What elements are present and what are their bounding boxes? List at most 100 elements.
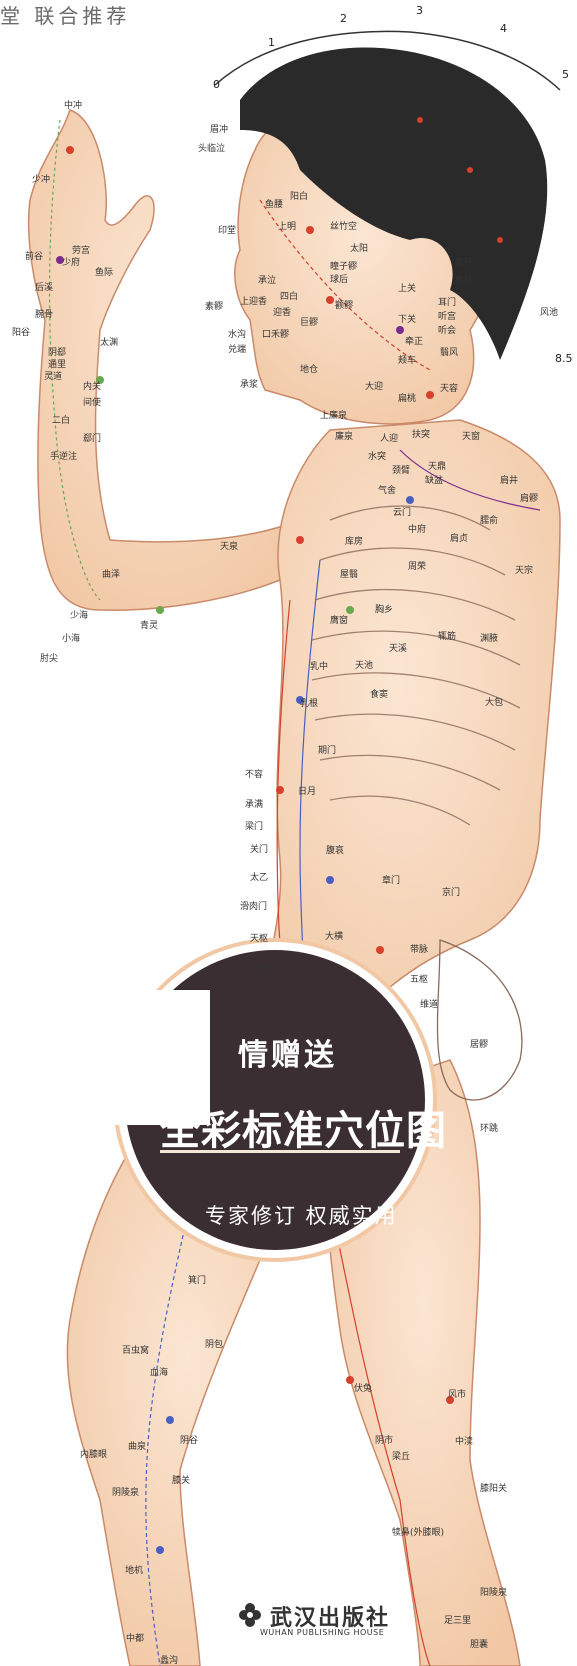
- label-qishe: 气舍: [378, 486, 396, 496]
- label-yingu: 阴谷: [180, 1436, 198, 1446]
- label-lingdao: 灵道: [44, 372, 62, 382]
- label-houxi: 后溪: [35, 283, 53, 293]
- label-renying: 人迎: [380, 434, 398, 444]
- label-huantiao: 环跳: [480, 1124, 498, 1134]
- label-wuyi: 屋翳: [340, 570, 358, 580]
- label-juliao-hip: 居髎: [470, 1040, 488, 1050]
- scale-1: 1: [268, 36, 275, 49]
- label-diji: 地机: [125, 1566, 143, 1576]
- label-meichong: 眉冲: [210, 125, 228, 135]
- label-huaroumen: 滑肉门: [240, 902, 267, 912]
- label-xiongxiang: 胸乡: [375, 605, 393, 615]
- label-liangmen: 梁门: [245, 822, 263, 832]
- label-lianquan: 廉泉: [335, 432, 353, 442]
- label-shaochong: 少冲: [32, 175, 50, 185]
- label-erbai: 二白: [52, 416, 70, 426]
- label-tianrong: 天容: [440, 384, 458, 394]
- label-zhangmen: 章门: [382, 876, 400, 886]
- label-xiyangguan: 膝阳关: [480, 1484, 507, 1494]
- label-futu-leg: 伏兔: [354, 1384, 372, 1394]
- label-baichongwo: 百虫窝: [122, 1346, 149, 1356]
- label-sibai: 四白: [280, 292, 298, 302]
- label-tinghui: 听会: [438, 326, 456, 336]
- label-biantao: 扁桃: [398, 394, 416, 404]
- label-tianding: 天鼎: [428, 462, 446, 472]
- scale-4: 4: [500, 22, 507, 35]
- label-ermen: 耳门: [438, 298, 456, 308]
- header-recommend: 堂 联合推荐: [0, 0, 130, 29]
- label-wangu: 腕骨: [35, 310, 53, 320]
- label-chengman: 承满: [245, 800, 263, 810]
- label-taiyi: 太乙: [250, 873, 268, 883]
- label-qiangu: 前谷: [25, 252, 43, 262]
- label-tongli: 通里: [48, 360, 66, 370]
- label-wailing: 外陵: [250, 963, 268, 973]
- label-shangyingxiang: 上迎香: [240, 297, 267, 307]
- label-jianliao: 肩髎: [520, 494, 538, 504]
- label-chengqi: 承泣: [258, 276, 276, 286]
- label-yinlingquan: 阴陵泉: [112, 1488, 139, 1498]
- label-shuigou: 水沟: [228, 330, 246, 340]
- label-jianzhen: 肩贞: [450, 534, 468, 544]
- label-futu: 扶突: [412, 430, 430, 440]
- label-jimen: 箕门: [188, 1276, 206, 1286]
- label-zhejin: 辄筋: [438, 632, 456, 642]
- label-taiyang: 太阳: [350, 244, 368, 254]
- label-tianshu: 天枢: [250, 934, 268, 944]
- label-jiaosun: 角孙: [455, 258, 473, 268]
- label-chimai: 瘈脉: [455, 276, 473, 286]
- label-toulinqi: 头临泣: [198, 144, 225, 154]
- label-ximen: 郄门: [83, 434, 101, 444]
- badge-title: 全彩标准穴位图: [160, 1098, 447, 1156]
- label-jiache: 颊车: [398, 356, 416, 366]
- label-yintang: 印堂: [218, 226, 236, 236]
- label-xuehai: 血海: [150, 1368, 168, 1378]
- label-rugen: 乳根: [300, 699, 318, 709]
- label-liangqiu: 梁丘: [392, 1452, 410, 1462]
- label-weidao: 维道: [420, 1000, 438, 1010]
- label-yinxi: 阴郄: [48, 348, 66, 358]
- scale-0: 0: [213, 78, 220, 91]
- label-zhoujian: 肘尖: [40, 654, 58, 664]
- label-suliao: 素髎: [205, 302, 223, 312]
- label-quze: 曲泽: [102, 570, 120, 580]
- label-tongziliao: 瞳子髎: [330, 262, 357, 272]
- label-jingbi: 颈臂: [392, 466, 410, 476]
- label-zhongdu-leg: 中都: [126, 1634, 144, 1644]
- label-yanglingquan: 阳陵泉: [480, 1588, 507, 1598]
- label-zusanli: 足三里: [444, 1616, 471, 1626]
- label-dabao: 大包: [485, 698, 503, 708]
- label-jianshi: 间使: [83, 398, 101, 408]
- label-yinbao: 阴包: [205, 1340, 223, 1350]
- label-laogong: 劳宫: [72, 246, 90, 256]
- label-shidou: 食窦: [370, 690, 388, 700]
- label-dicang: 地仓: [300, 365, 318, 375]
- label-jingmen: 京门: [442, 888, 460, 898]
- label-shaohai: 少海: [70, 611, 88, 621]
- label-daying: 大迎: [365, 382, 383, 392]
- label-ququan: 曲泉: [128, 1442, 146, 1452]
- label-xiaohai: 小海: [62, 634, 80, 644]
- label-taiyuan: 太渊: [100, 338, 118, 348]
- label-qianzheng: 牵正: [405, 337, 423, 347]
- label-ligou: 蠡沟: [160, 1656, 178, 1666]
- label-duiduan: 兑端: [228, 345, 246, 355]
- label-yifeng: 翳风: [440, 348, 458, 358]
- label-tinggong: 听宫: [438, 312, 456, 322]
- publisher-logo-icon: [239, 1603, 261, 1627]
- label-yuji: 鱼际: [95, 268, 113, 278]
- label-yunmen: 云门: [393, 508, 411, 518]
- label-xiguan: 膝关: [172, 1476, 190, 1486]
- label-yuanye: 渊腋: [480, 634, 498, 644]
- label-burong: 不容: [245, 770, 263, 780]
- label-jianjing: 肩井: [500, 476, 518, 486]
- label-tianquan: 天泉: [220, 542, 238, 552]
- label-juliao: 巨髎: [300, 318, 318, 328]
- label-kouheliao: 口禾髎: [262, 330, 289, 340]
- label-fengshi: 风市: [448, 1390, 466, 1400]
- label-neiguan: 内关: [83, 382, 101, 392]
- label-yangbai: 阳白: [290, 192, 308, 202]
- label-tianchuang: 天窗: [462, 432, 480, 442]
- label-guanmen: 关门: [250, 845, 268, 855]
- scale-5: 5: [562, 68, 569, 81]
